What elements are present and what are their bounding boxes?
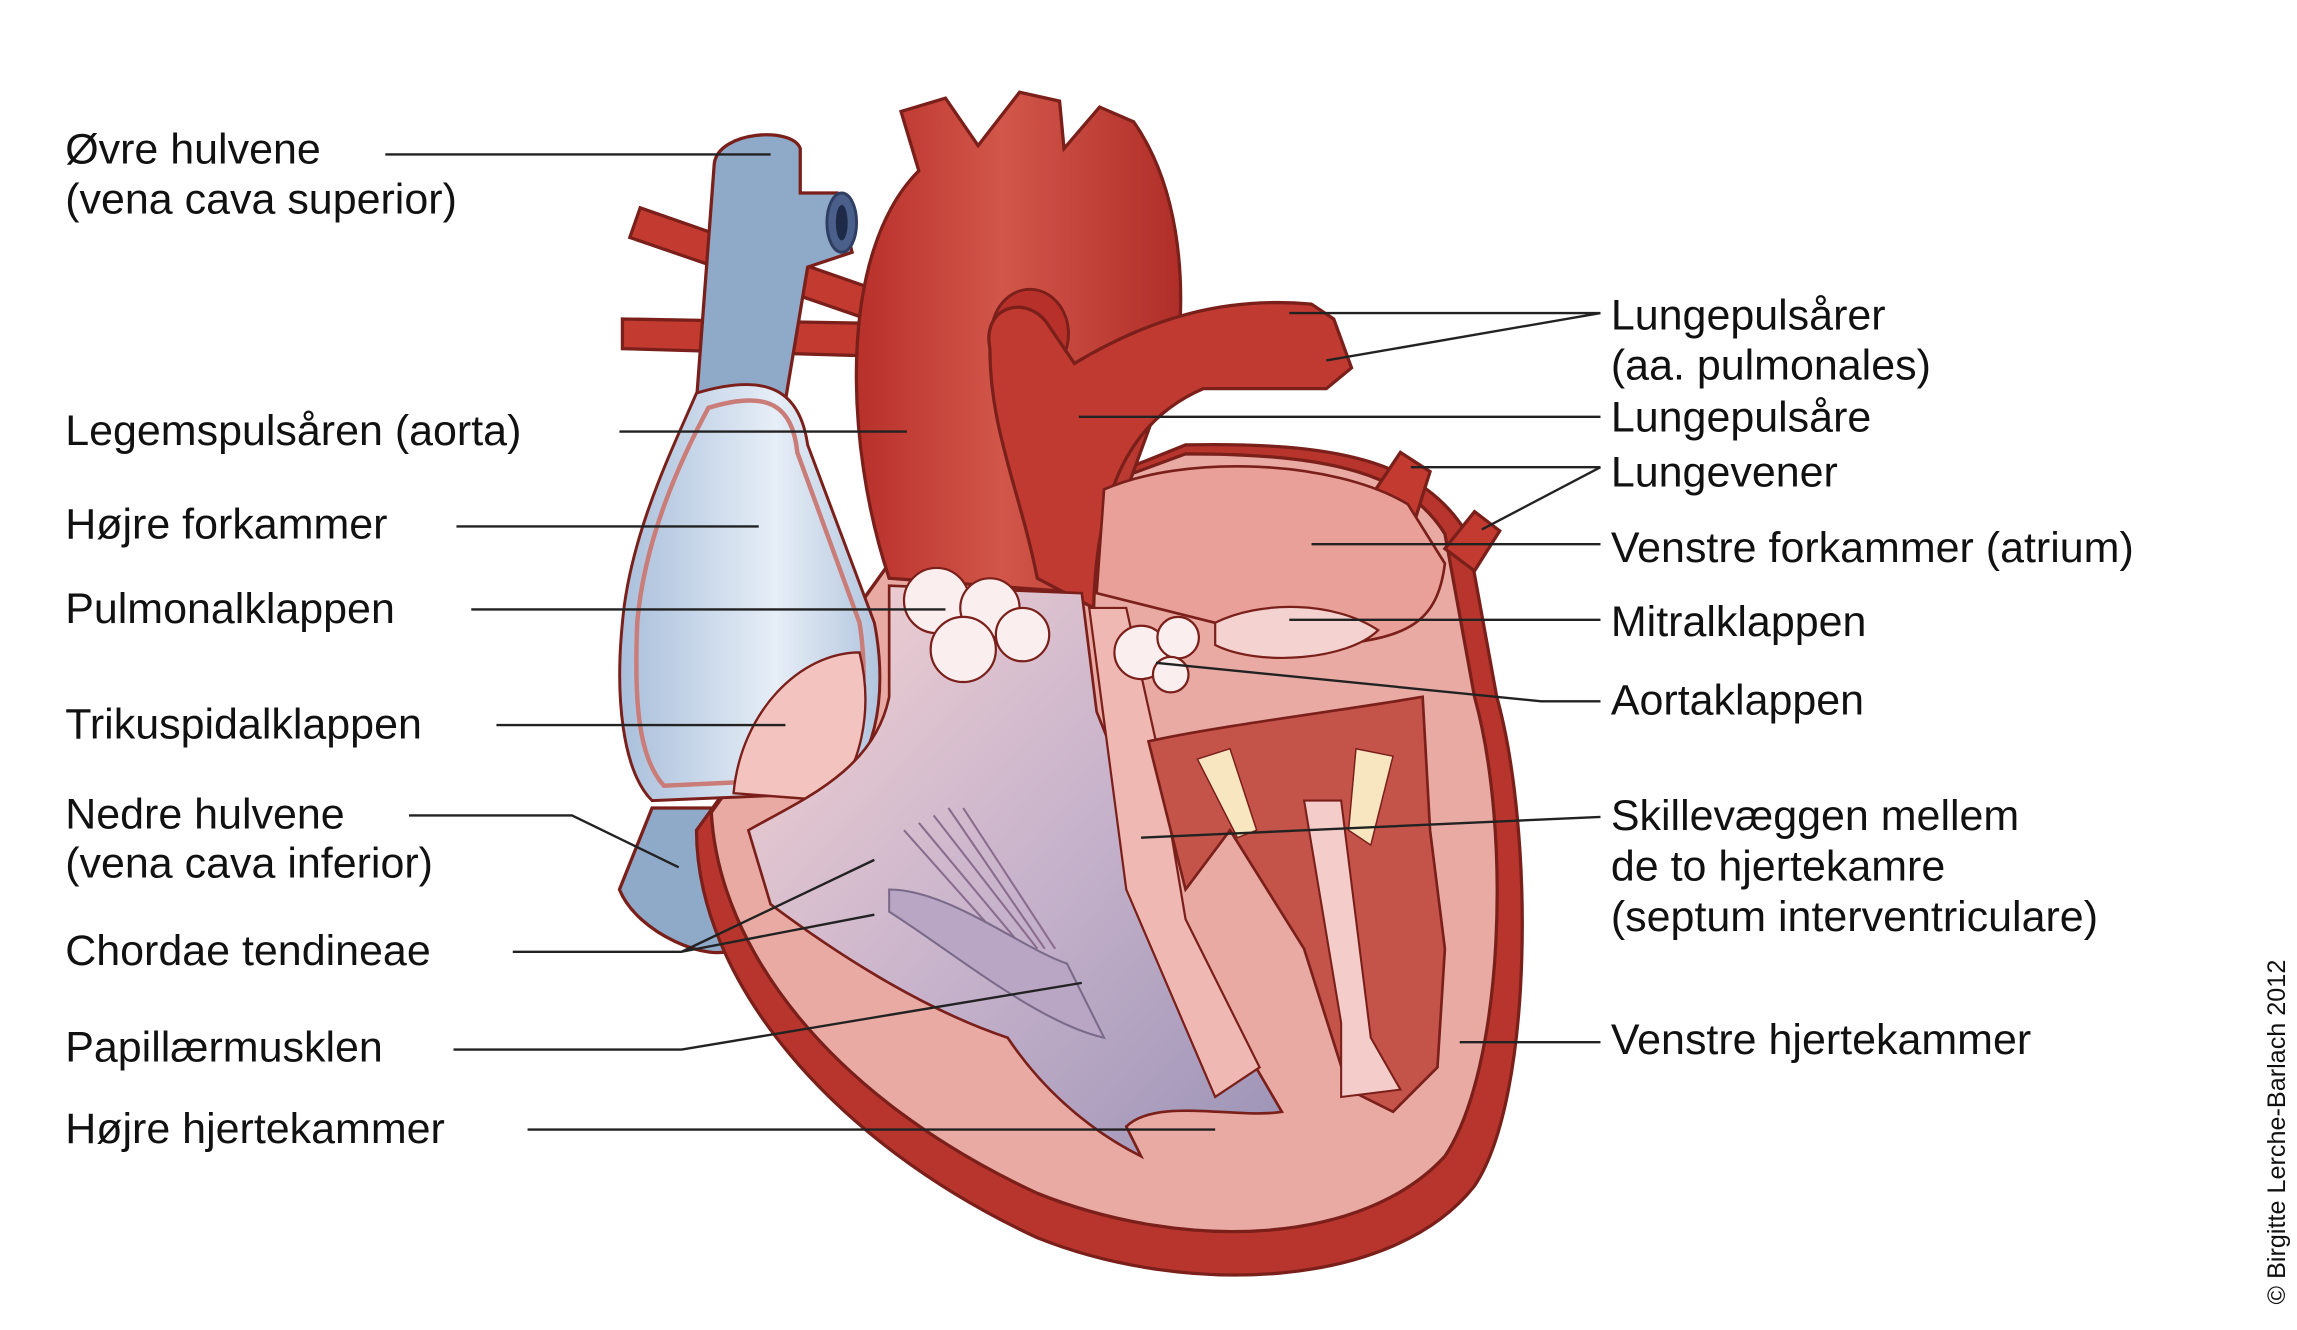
label-lungevener: Lungevener: [1611, 448, 1838, 496]
label-nedre-hulvene: Nedre hulvene: [65, 791, 344, 839]
label-aortaklappen: Aortaklappen: [1611, 677, 1864, 725]
chordae-tendineae: [903, 807, 1057, 965]
label-lungepulsare: Lungepulsåre: [1611, 394, 1871, 442]
aortic-valve: [1113, 615, 1200, 694]
label-venstre-hjertekammer: Venstre hjertekammer: [1611, 1016, 2031, 1064]
label-papillaermusklen: Papillærmusklen: [65, 1023, 383, 1071]
label-chordae: Chordae tendineae: [65, 927, 431, 975]
label-mitralklappen: Mitralklappen: [1611, 598, 1867, 646]
label-septum: (septum interventriculare): [1611, 893, 2098, 941]
label-aa-pulmonales: (aa. pulmonales): [1611, 342, 1931, 390]
label-pulmonalklappen: Pulmonalklappen: [65, 585, 395, 633]
right-ventricle: [746, 584, 1285, 1160]
label-venstre-forkammer: Venstre forkammer (atrium): [1611, 524, 2134, 572]
pulmonary-valve: [902, 566, 1051, 684]
label-de-to-hjertekamre: de to hjertekamre: [1611, 843, 1945, 891]
label-trikuspidalklappen: Trikuspidalklappen: [65, 700, 422, 748]
label-aorta: Legemspulsåren (aorta): [65, 407, 521, 455]
papillary-muscle: [888, 888, 1106, 1040]
left-atrium: [1095, 464, 1447, 647]
pulmonary-trunk: [987, 300, 1354, 611]
label-lungepulsarer: Lungepulsårer: [1611, 291, 1886, 339]
label-hojre-hjertekammer: Højre hjertekammer: [65, 1105, 445, 1153]
copyright-notice: © Birgitte Lerche-Barlach 2012: [2263, 960, 2291, 1305]
label-vena-cava-inferior: (vena cava inferior): [65, 840, 433, 888]
label-skillevaeggen: Skillevæggen mellem: [1611, 792, 2019, 840]
label-hojre-forkammer: Højre forkammer: [65, 500, 387, 548]
leader-lines: [385, 153, 1602, 1131]
label-vena-cava-superior: (vena cava superior): [65, 176, 457, 224]
superior-vena-cava: [694, 133, 859, 403]
label-ovre-hulvene: Øvre hulvene: [65, 125, 321, 173]
papillary-muscles-left: [1196, 747, 1394, 847]
